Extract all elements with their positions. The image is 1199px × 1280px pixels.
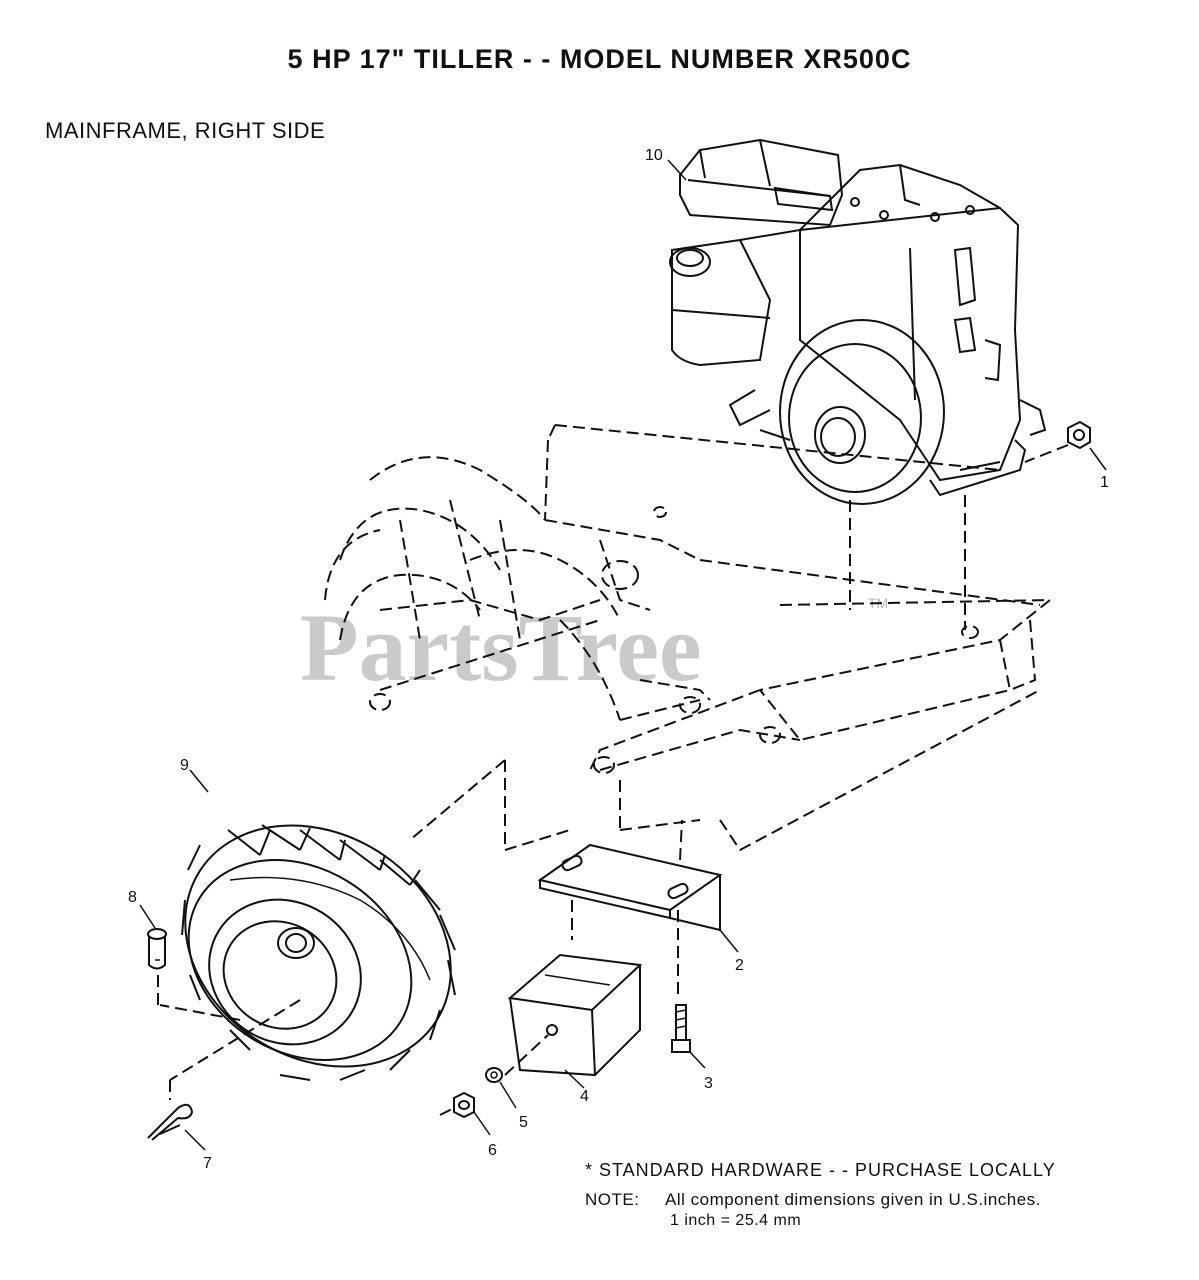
wheel-part-9[interactable] [140,777,496,1115]
watermark: PartsTree [300,594,702,701]
diagram-subtitle: MAINFRAME, RIGHT SIDE [45,118,326,143]
callout-4: 4 [580,1088,589,1105]
note-label: NOTE: [585,1190,640,1209]
callout-7: 7 [203,1155,212,1172]
standard-hardware-note: * STANDARD HARDWARE - - PURCHASE LOCALLY [585,1160,1056,1180]
callout-6: 6 [488,1142,497,1159]
diagram-title: 5 HP 17" TILLER - - MODEL NUMBER XR500C [287,44,912,74]
callout-9: 9 [180,757,189,774]
note-text: All component dimensions given in U.S.in… [665,1190,1041,1209]
callout-1: 1 [1100,474,1109,491]
engine-part-10[interactable] [669,138,1047,505]
clevis-pin-part-8[interactable] [147,928,167,970]
conversion-note: 1 inch = 25.4 mm [670,1212,802,1229]
bracket-part-2[interactable] [537,843,723,932]
callout-10: 10 [645,147,663,164]
nut-part-1[interactable] [1067,420,1091,450]
callout-2: 2 [735,957,744,974]
callout-8: 8 [128,889,137,906]
lockwasher-part-5[interactable] [485,1067,503,1083]
callout-5: 5 [519,1114,528,1131]
hairpin-part-7[interactable] [147,1103,194,1141]
callout-3: 3 [704,1075,713,1092]
dimensions-note: NOTE: All component dimensions given in U… [585,1190,1041,1210]
nut-part-6[interactable] [453,1091,475,1119]
bolt-part-3[interactable] [671,1004,691,1053]
weight-block-part-4[interactable] [507,953,643,1077]
tiller-frame-hidden [324,424,1051,852]
